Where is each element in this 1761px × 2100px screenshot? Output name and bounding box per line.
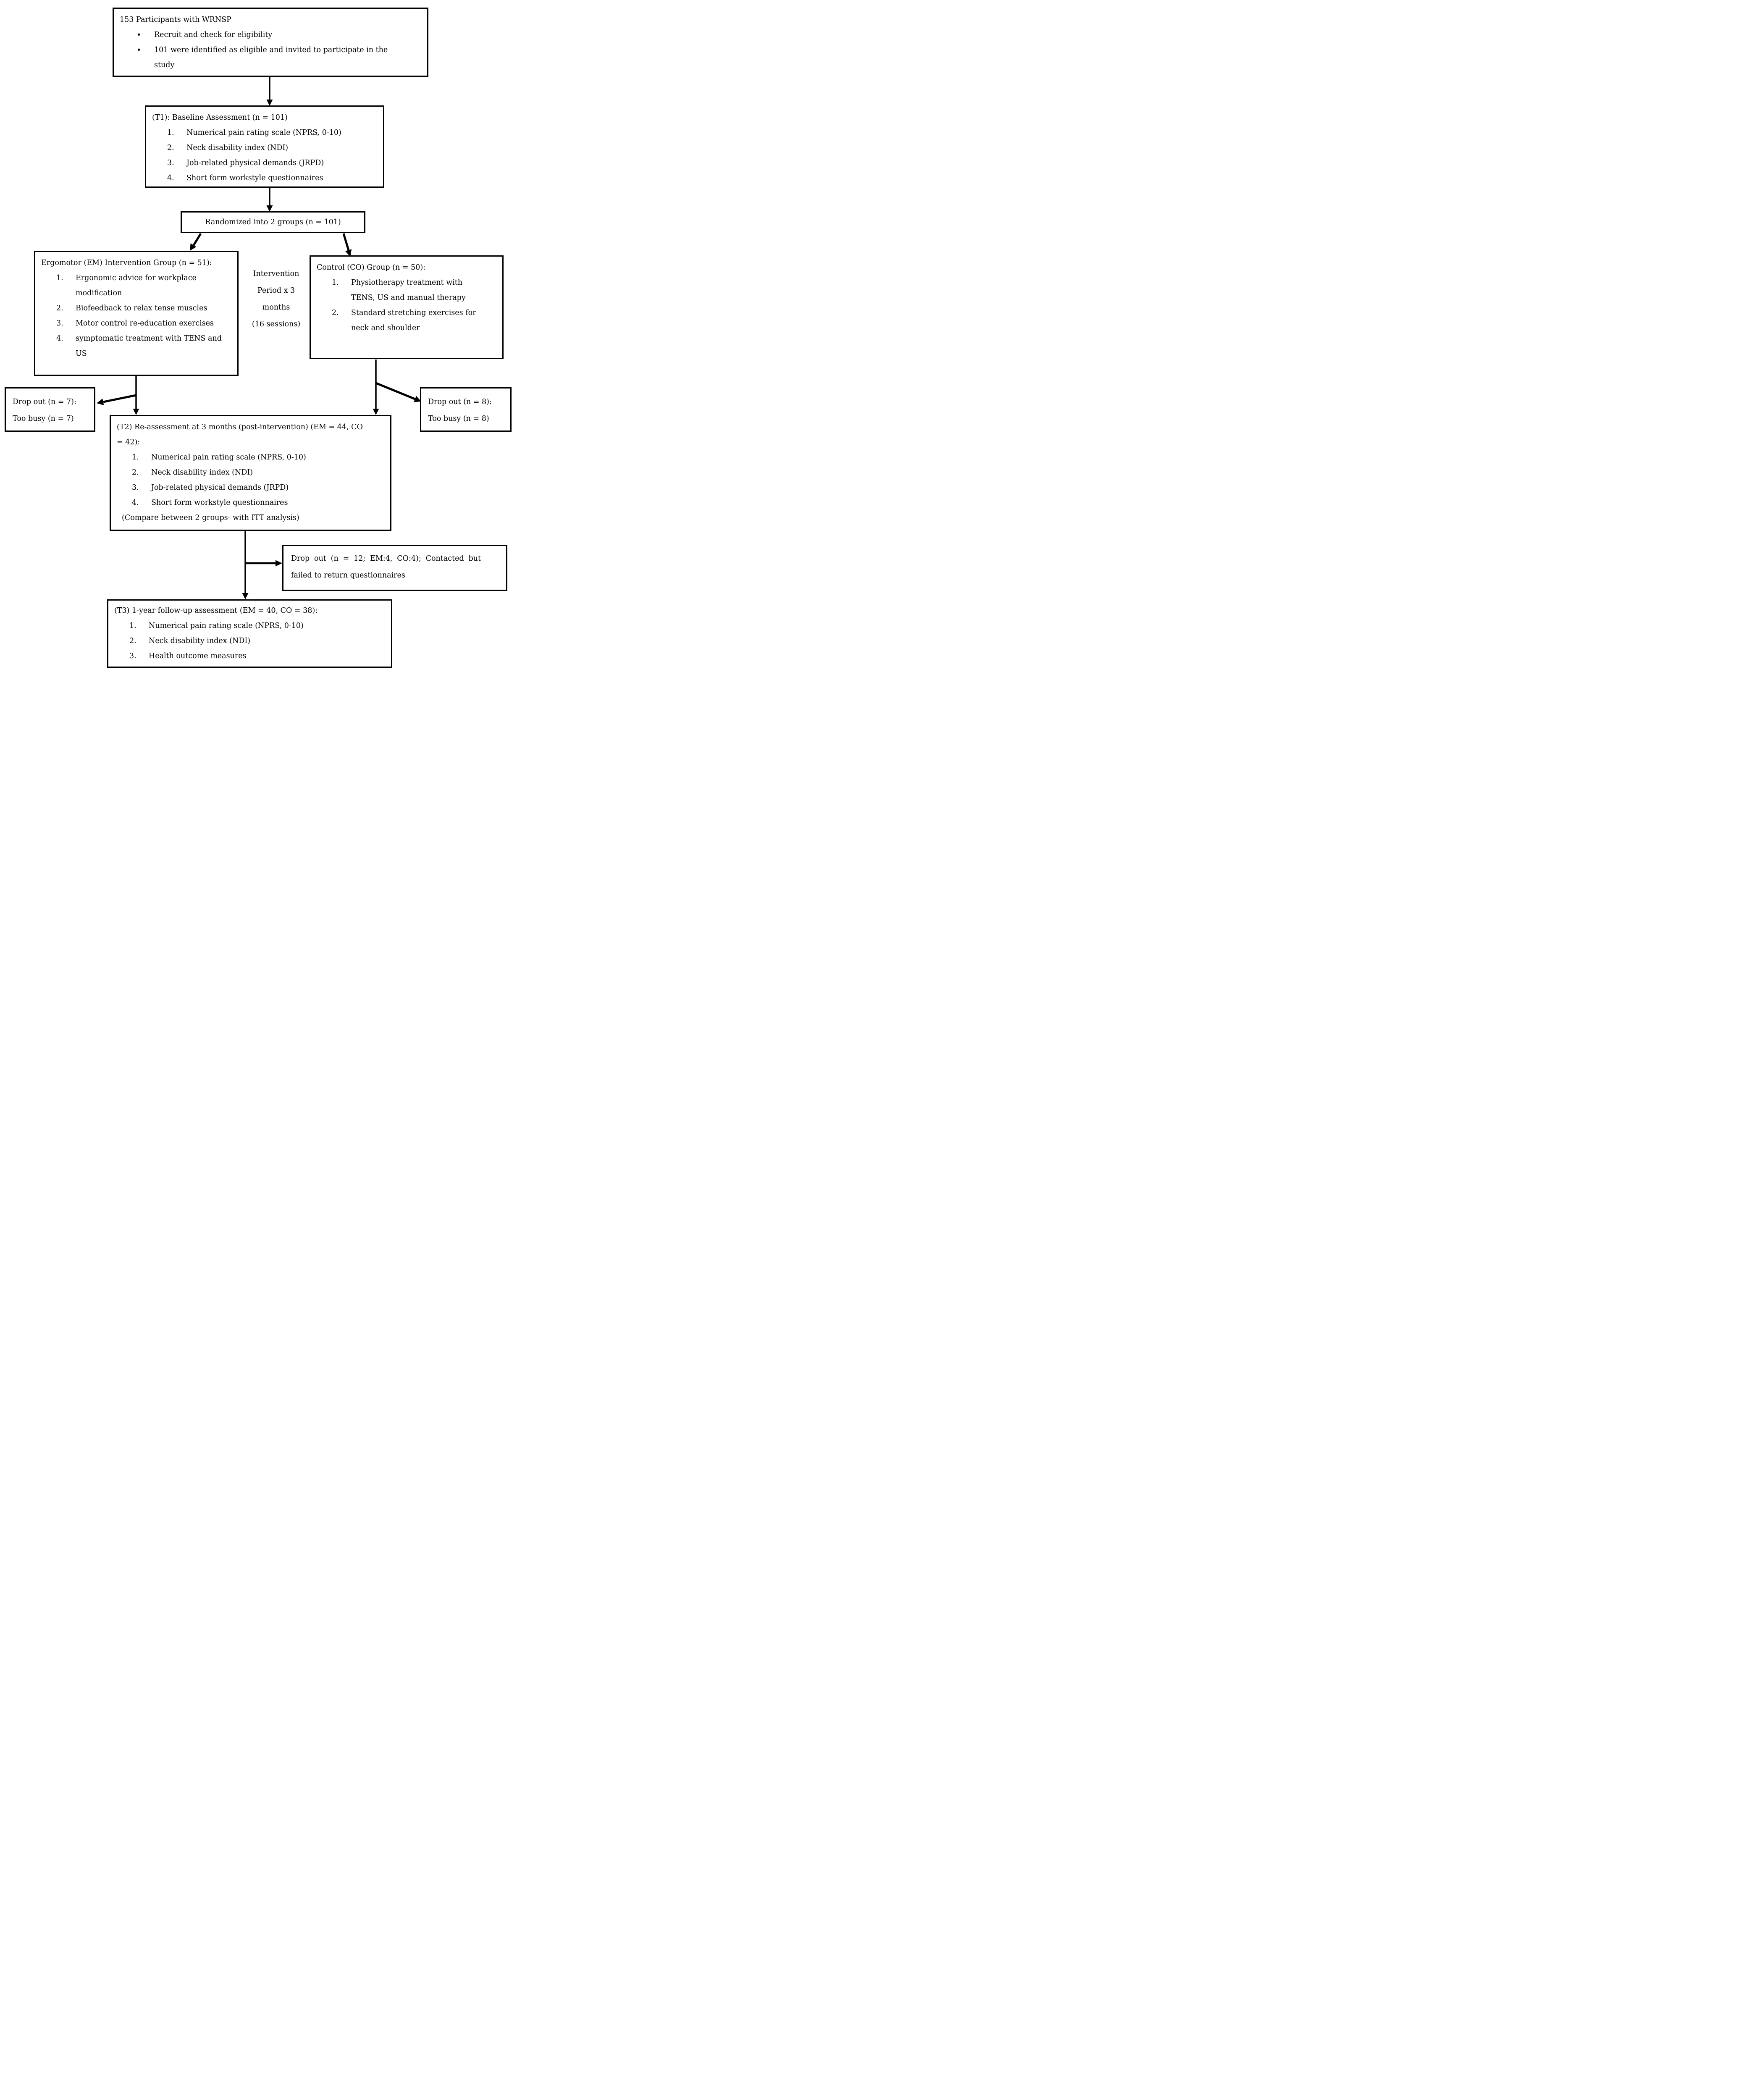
co-dropout-box: Drop out (n = 8): Too busy (n = 8) <box>420 387 512 432</box>
list-item: Numerical pain rating scale (NPRS, 0-10) <box>129 618 304 633</box>
em-dropout-box: Drop out (n = 7): Too busy (n = 7) <box>5 387 95 432</box>
t2-title: (T2) Re-assessment at 3 months (post-int… <box>117 423 363 446</box>
em-intervention-list: Ergonomic advice for workplace modificat… <box>41 270 231 361</box>
followup-dropout-box: Drop out (n = 12; EM:4, CO:4); Contacted… <box>282 545 507 591</box>
list-item: Health outcome measures <box>129 648 247 664</box>
em-dropout-line1: Drop out (n = 7): <box>13 398 76 406</box>
enrollment-box: 153 Participants with WRNSP Recruit and … <box>113 8 428 77</box>
list-item: Neck disability index (NDI) <box>129 633 251 648</box>
t2-reassessment-box: (T2) Re-assessment at 3 months (post-int… <box>110 415 391 531</box>
list-item: Neck disability index (NDI) <box>167 140 289 155</box>
t2-measure-list: Numerical pain rating scale (NPRS, 0-10)… <box>117 450 384 510</box>
list-item: Neck disability index (NDI) <box>132 465 253 480</box>
list-item: Motor control re-education exercises <box>56 316 214 331</box>
intervention-period-line: Intervention <box>253 270 299 278</box>
enrollment-title: 153 Participants with WRNSP <box>120 16 231 24</box>
followup-dropout-text: Drop out (n = 12; EM:4, CO:4); Contacted… <box>291 554 481 580</box>
list-item: Short form workstyle questionnaires <box>132 495 288 510</box>
arrow-co-to-t2 <box>373 360 379 415</box>
co-dropout-line2: Too busy (n = 8) <box>428 415 489 423</box>
list-item: Job-related physical demands (JRPD) <box>132 480 289 495</box>
list-item: Short form workstyle questionnaires <box>167 171 323 186</box>
co-treatment-list: Physiotherapy treatment with TENS, US an… <box>317 275 496 336</box>
intervention-period-line: months <box>262 303 290 312</box>
list-item: Physiotherapy treatment with TENS, US an… <box>332 275 466 302</box>
arrow-randomization-to-em <box>190 233 202 251</box>
co-group-box: Control (CO) Group (n = 50): Physiothera… <box>310 255 504 359</box>
intervention-period-label: Intervention Period x 3 months (16 sessi… <box>248 265 304 333</box>
list-item: Standard stretching exercises for neck a… <box>332 305 476 332</box>
t3-measure-list: Numerical pain rating scale (NPRS, 0-10)… <box>114 618 385 664</box>
intervention-period-line: Period x 3 <box>257 286 295 295</box>
t1-baseline-box: (T1): Baseline Assessment (n = 101) Nume… <box>145 105 384 188</box>
co-dropout-line1: Drop out (n = 8): <box>428 398 492 406</box>
em-dropout-line2: Too busy (n = 7) <box>13 415 74 423</box>
intervention-period-line: (16 sessions) <box>252 320 301 328</box>
arrow-co-to-dropout <box>375 382 421 402</box>
list-item: Job-related physical demands (JRPD) <box>167 155 324 171</box>
t3-followup-box: (T3) 1-year follow-up assessment (EM = 4… <box>107 599 392 668</box>
arrow-randomization-to-co <box>342 233 352 257</box>
randomization-title: Randomized into 2 groups (n = 101) <box>205 218 341 226</box>
arrow-em-to-dropout <box>97 394 136 405</box>
bullet-item: Recruit and check for eligibility <box>120 27 396 42</box>
t2-itt-note: (Compare between 2 groups- with ITT anal… <box>122 514 299 522</box>
t1-measure-list: Numerical pain rating scale (NPRS, 0-10)… <box>152 125 377 186</box>
arrow-t2-to-dropout <box>245 560 282 567</box>
list-item: Ergonomic advice for workplace modificat… <box>56 270 197 297</box>
randomization-box: Randomized into 2 groups (n = 101) <box>181 211 365 233</box>
co-group-title: Control (CO) Group (n = 50): <box>317 263 426 272</box>
em-group-title: Ergomotor (EM) Intervention Group (n = 5… <box>41 259 212 267</box>
list-item: Numerical pain rating scale (NPRS, 0-10) <box>132 450 306 465</box>
study-flow-diagram: 153 Participants with WRNSP Recruit and … <box>0 0 517 670</box>
arrow-em-to-t2 <box>133 376 139 415</box>
arrow-enrollment-to-t1 <box>266 77 273 106</box>
list-item: Biofeedback to relax tense muscles <box>56 301 207 316</box>
t3-title: (T3) 1-year follow-up assessment (EM = 4… <box>114 606 318 615</box>
em-group-box: Ergomotor (EM) Intervention Group (n = 5… <box>34 251 239 376</box>
arrow-t1-to-randomization <box>266 188 273 212</box>
t1-title: (T1): Baseline Assessment (n = 101) <box>152 113 288 122</box>
list-item: Numerical pain rating scale (NPRS, 0-10) <box>167 125 341 140</box>
bullet-item: 101 were identified as eligible and invi… <box>120 42 396 73</box>
arrow-t2-to-t3 <box>242 531 249 599</box>
list-item: symptomatic treatment with TENS and US <box>56 331 222 358</box>
enrollment-bullet-list: Recruit and check for eligibility 101 we… <box>120 27 421 73</box>
